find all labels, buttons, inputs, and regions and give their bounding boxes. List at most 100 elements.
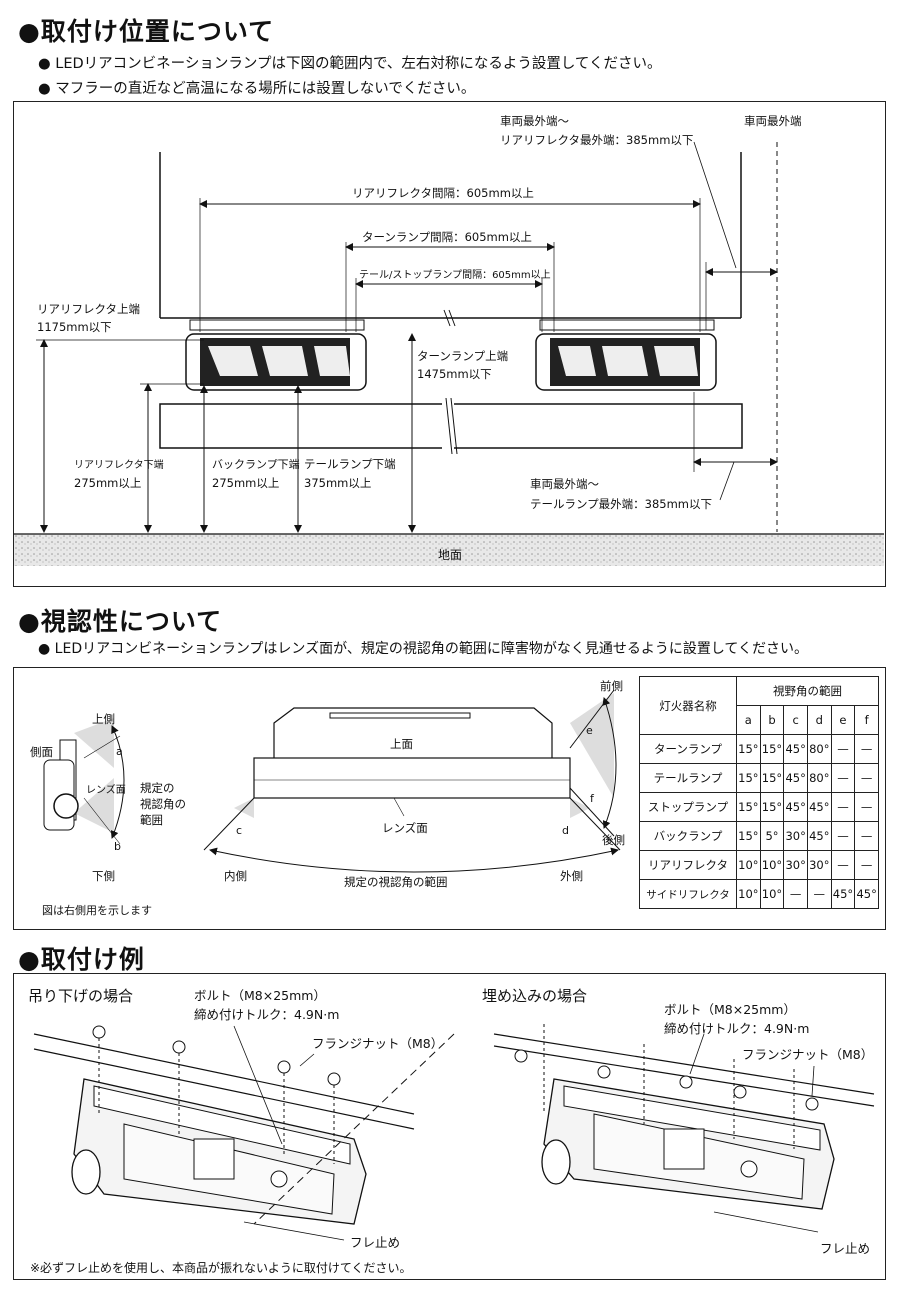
section1-bullet-1: ● LEDリアコンビネーションランプは下図の範囲内で、左右対称になるよう設置して… xyxy=(38,56,662,72)
label-reflector-spacing: リアリフレクタ間隔：605mm以上 xyxy=(352,186,534,200)
row-name: テールランプ xyxy=(639,763,737,793)
label-reflector-bottom-1: リアリフレクタ下端 xyxy=(74,458,164,471)
label-vehicle-edge: 車両最外端 xyxy=(744,114,802,128)
cell: 45° xyxy=(854,879,879,909)
label-tail-stop-spacing: テール/ストップランプ間隔：605mm以上 xyxy=(359,269,551,281)
label-turn-spacing: ターンランプ間隔：605mm以上 xyxy=(362,230,532,244)
section2-heading: ●視認性について xyxy=(18,607,223,636)
visibility-diagram: 上側 側面 レンズ面 規定の 視認角の 範囲 a b 下側 図は右側用を示します… xyxy=(13,667,886,930)
mounting-example-diagram: 吊り下げの場合 ボルト（M8×25mm） 締め付けトルク：4.9N·m フランジ… xyxy=(13,973,886,1280)
left-lamp-graphic xyxy=(185,319,367,391)
row-name: リアリフレクタ xyxy=(639,850,737,880)
label-a: a xyxy=(116,745,123,758)
table-header-name: 灯火器名称 xyxy=(639,676,737,735)
label-rear: 後側 xyxy=(602,833,625,847)
label-f: f xyxy=(590,792,595,805)
cell: 30° xyxy=(783,850,808,880)
mounting-position-svg: 車両最外端〜 リアリフレクタ最外端：385mm以下 車両最外端 リアリフレクタ間… xyxy=(14,114,884,566)
subheader-e: e xyxy=(830,705,856,735)
cell: — xyxy=(830,850,856,880)
cell: — xyxy=(854,821,879,851)
mounting-example-svg: 吊り下げの場合 ボルト（M8×25mm） 締め付けトルク：4.9N·m フランジ… xyxy=(28,987,875,1275)
label-turn-top-1: ターンランプ上端 xyxy=(417,349,508,363)
cell: — xyxy=(783,879,808,909)
cell: 30° xyxy=(783,821,808,851)
label-caption: 図は右側用を示します xyxy=(42,903,152,917)
label-note: ※必ずフレ止めを使用し、本商品が振れないように取付けてください。 xyxy=(30,1260,411,1275)
cell: 45° xyxy=(783,792,808,822)
right-lamp-graphic xyxy=(535,319,717,391)
label-vehicle-edge-reflector-2: リアリフレクタ最外端：385mm以下 xyxy=(500,133,693,147)
cell: 80° xyxy=(806,734,832,764)
label-vehicle-edge-tail-1: 車両最外端〜 xyxy=(530,477,599,491)
cell: — xyxy=(854,792,879,822)
label-hanging: 吊り下げの場合 xyxy=(28,987,133,1005)
section1-heading: ●取付け位置について xyxy=(18,17,275,46)
table-row: サイドリフレクタ 10° 10° — — 45° 45° xyxy=(639,879,879,909)
section2-bullet: ● LEDリアコンビネーションランプはレンズ面が、規定の視認角の範囲に障害物がな… xyxy=(38,641,808,657)
cell: 45° xyxy=(783,734,808,764)
label-angle-3: 範囲 xyxy=(140,813,163,827)
table-row: ストップランプ 15° 15° 45° 45° — — xyxy=(639,792,879,822)
label-anti-vib: フレ止め xyxy=(350,1235,400,1250)
row-name: サイドリフレクタ xyxy=(639,879,737,909)
label-tail-bottom-2: 375mm以上 xyxy=(304,476,371,490)
table-subheader-row: a b c d e f xyxy=(640,705,879,735)
label-bolt-2b: 締め付けトルク：4.9N·m xyxy=(664,1021,809,1036)
label-vehicle-edge-reflector-1: 車両最外端〜 xyxy=(500,114,569,128)
label-b: b xyxy=(114,840,121,853)
cell: 15° xyxy=(736,734,761,764)
cell: — xyxy=(830,734,856,764)
table-row: リアリフレクタ 10° 10° 30° 30° — — xyxy=(639,850,879,880)
table-row: テールランプ 15° 15° 45° 80° — — xyxy=(639,763,879,793)
cell: 15° xyxy=(736,763,761,793)
cell: 10° xyxy=(759,879,785,909)
row-name: ストップランプ xyxy=(639,792,737,822)
bullet-dot-icon: ● xyxy=(18,17,41,46)
label-outer: 外側 xyxy=(560,869,583,883)
table-header-range: 視野角の範囲 xyxy=(736,676,879,706)
cell: 45° xyxy=(783,763,808,793)
label-top-face: 上面 xyxy=(390,737,413,751)
row-name: ターンランプ xyxy=(639,734,737,764)
label-bolt-1b: ボルト（M8×25mm） xyxy=(664,1002,796,1017)
label-d: d xyxy=(562,824,569,837)
bullet-dot-icon: ● xyxy=(18,607,41,636)
cell: 80° xyxy=(806,763,832,793)
section3-heading: ●取付け例 xyxy=(18,945,145,974)
label-front: 前側 xyxy=(600,679,623,693)
row-name: バックランプ xyxy=(639,821,737,851)
cell: — xyxy=(854,763,879,793)
cell: — xyxy=(830,792,856,822)
side-view-lamp xyxy=(43,718,125,845)
subheader-b: b xyxy=(759,705,785,735)
cell: 15° xyxy=(736,821,761,851)
cell: 45° xyxy=(806,792,832,822)
cell: 15° xyxy=(736,792,761,822)
cell: 10° xyxy=(759,850,785,880)
label-side: 側面 xyxy=(30,745,53,759)
subheader-c: c xyxy=(783,705,808,735)
label-back-bottom-1: バックランプ下端 xyxy=(212,458,300,471)
embedded-lamp-graphic xyxy=(493,1024,875,1233)
label-inner: 内側 xyxy=(224,869,247,883)
hanging-lamp-graphic xyxy=(33,1025,455,1241)
label-anti-vib-b: フレ止め xyxy=(820,1241,870,1256)
cell: 45° xyxy=(806,821,832,851)
label-angle-2: 視認角の xyxy=(140,797,186,811)
label-bolt-1: ボルト（M8×25mm） xyxy=(194,988,326,1003)
subheader-f: f xyxy=(854,705,879,735)
cell: — xyxy=(830,821,856,851)
label-c: c xyxy=(236,824,242,837)
cell: 10° xyxy=(736,850,761,880)
cell: 15° xyxy=(759,763,785,793)
label-tail-bottom-1: テールランプ下端 xyxy=(304,457,396,471)
label-turn-top-2: 1475mm以下 xyxy=(417,367,492,381)
cell: 15° xyxy=(759,792,785,822)
cell: 30° xyxy=(806,850,832,880)
table-row: バックランプ 15° 5° 30° 45° — — xyxy=(639,821,879,851)
cell: 5° xyxy=(759,821,785,851)
table-row: ターンランプ 15° 15° 45° 80° — — xyxy=(639,734,879,764)
cell: 45° xyxy=(830,879,856,909)
cell: 15° xyxy=(759,734,785,764)
